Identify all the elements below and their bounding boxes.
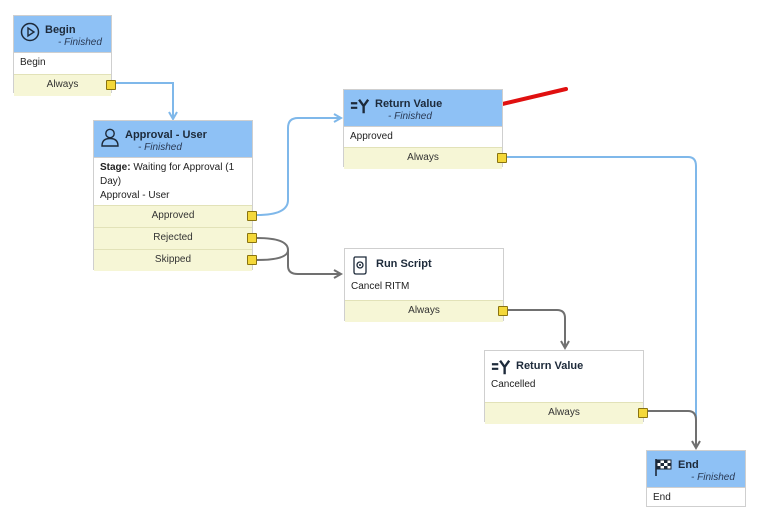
exit-connector[interactable] xyxy=(638,408,648,418)
activity-body: Begin xyxy=(20,57,46,68)
activity-status: - Finished xyxy=(138,142,182,153)
exit-connector[interactable] xyxy=(247,211,257,221)
activity-header: Begin - Finished xyxy=(14,16,111,53)
wire-approved-return xyxy=(256,117,340,216)
checkered-flag-icon xyxy=(655,459,672,476)
stage-value: Waiting for Approval (1 Day) xyxy=(100,162,235,187)
exit-skipped: Skipped xyxy=(94,249,257,271)
wire-skipped-script xyxy=(256,249,289,261)
exit-label: Always xyxy=(46,79,79,90)
activity-title: Run Script xyxy=(376,258,432,270)
wire-return2-end xyxy=(647,410,697,447)
activity-body: Stage: Waiting for Approval (1 Day) Appr… xyxy=(94,158,252,205)
activity-header: Run Script xyxy=(345,249,503,277)
activity-run-script[interactable]: Run Script Cancel RITM Always xyxy=(344,248,508,322)
exit-always: Always xyxy=(344,147,507,169)
activity-approval-user[interactable]: Approval - User - Finished Stage: Waitin… xyxy=(93,120,257,271)
exit-label: Always xyxy=(407,152,439,163)
wire-rejected-script xyxy=(256,237,340,275)
activity-title: End xyxy=(678,459,699,471)
exit-approved: Approved xyxy=(94,205,257,227)
exit-label: Approved xyxy=(151,210,195,221)
script-scroll-icon xyxy=(353,256,367,275)
activity-body: Cancelled xyxy=(491,379,536,390)
exit-always: Always xyxy=(345,300,508,322)
return-value-icon xyxy=(350,98,370,114)
activity-return-value-approved[interactable]: Return Value - Finished Approved Always xyxy=(343,89,507,169)
activity-header: Return Value - Finished xyxy=(344,90,502,127)
wire-script-return2 xyxy=(506,309,566,347)
exit-label: Always xyxy=(548,407,580,418)
activity-title: Return Value xyxy=(516,360,584,372)
wire-begin-approval xyxy=(114,82,174,118)
play-circle-icon xyxy=(20,22,40,42)
activity-description: Approval - User xyxy=(100,190,170,201)
activity-body: Cancel RITM xyxy=(351,281,410,292)
exit-connector[interactable] xyxy=(247,255,257,265)
activity-title: Approval - User xyxy=(125,129,207,141)
exit-always: Always xyxy=(485,402,648,424)
activity-return-value-cancelled[interactable]: Return Value Cancelled Always xyxy=(484,350,648,424)
activity-body: Approved xyxy=(350,131,393,142)
activity-begin[interactable]: Begin - Finished Begin Always xyxy=(13,15,116,96)
exit-always: Always xyxy=(14,74,116,96)
exit-connector[interactable] xyxy=(106,80,116,90)
stage-label: Stage: xyxy=(100,162,131,173)
exit-label: Always xyxy=(408,305,440,316)
activity-status: - Finished xyxy=(58,37,102,48)
exit-label: Skipped xyxy=(154,254,192,265)
exit-connector[interactable] xyxy=(498,306,508,316)
activity-body: End xyxy=(653,492,671,503)
activity-header: End - Finished xyxy=(647,451,745,488)
user-icon xyxy=(101,128,119,147)
activity-title: Begin xyxy=(45,24,76,36)
activity-status: - Finished xyxy=(388,111,432,122)
activity-title: Return Value xyxy=(375,98,443,110)
exit-connector[interactable] xyxy=(247,233,257,243)
activity-header: Return Value xyxy=(485,351,643,375)
exit-connector[interactable] xyxy=(497,153,507,163)
exit-label: Rejected xyxy=(153,232,193,243)
exit-rejected: Rejected xyxy=(94,227,257,249)
activity-header: Approval - User - Finished xyxy=(94,121,252,158)
activity-end[interactable]: End - Finished End xyxy=(646,450,746,507)
return-value-icon xyxy=(491,359,511,375)
activity-status: - Finished xyxy=(691,472,735,483)
